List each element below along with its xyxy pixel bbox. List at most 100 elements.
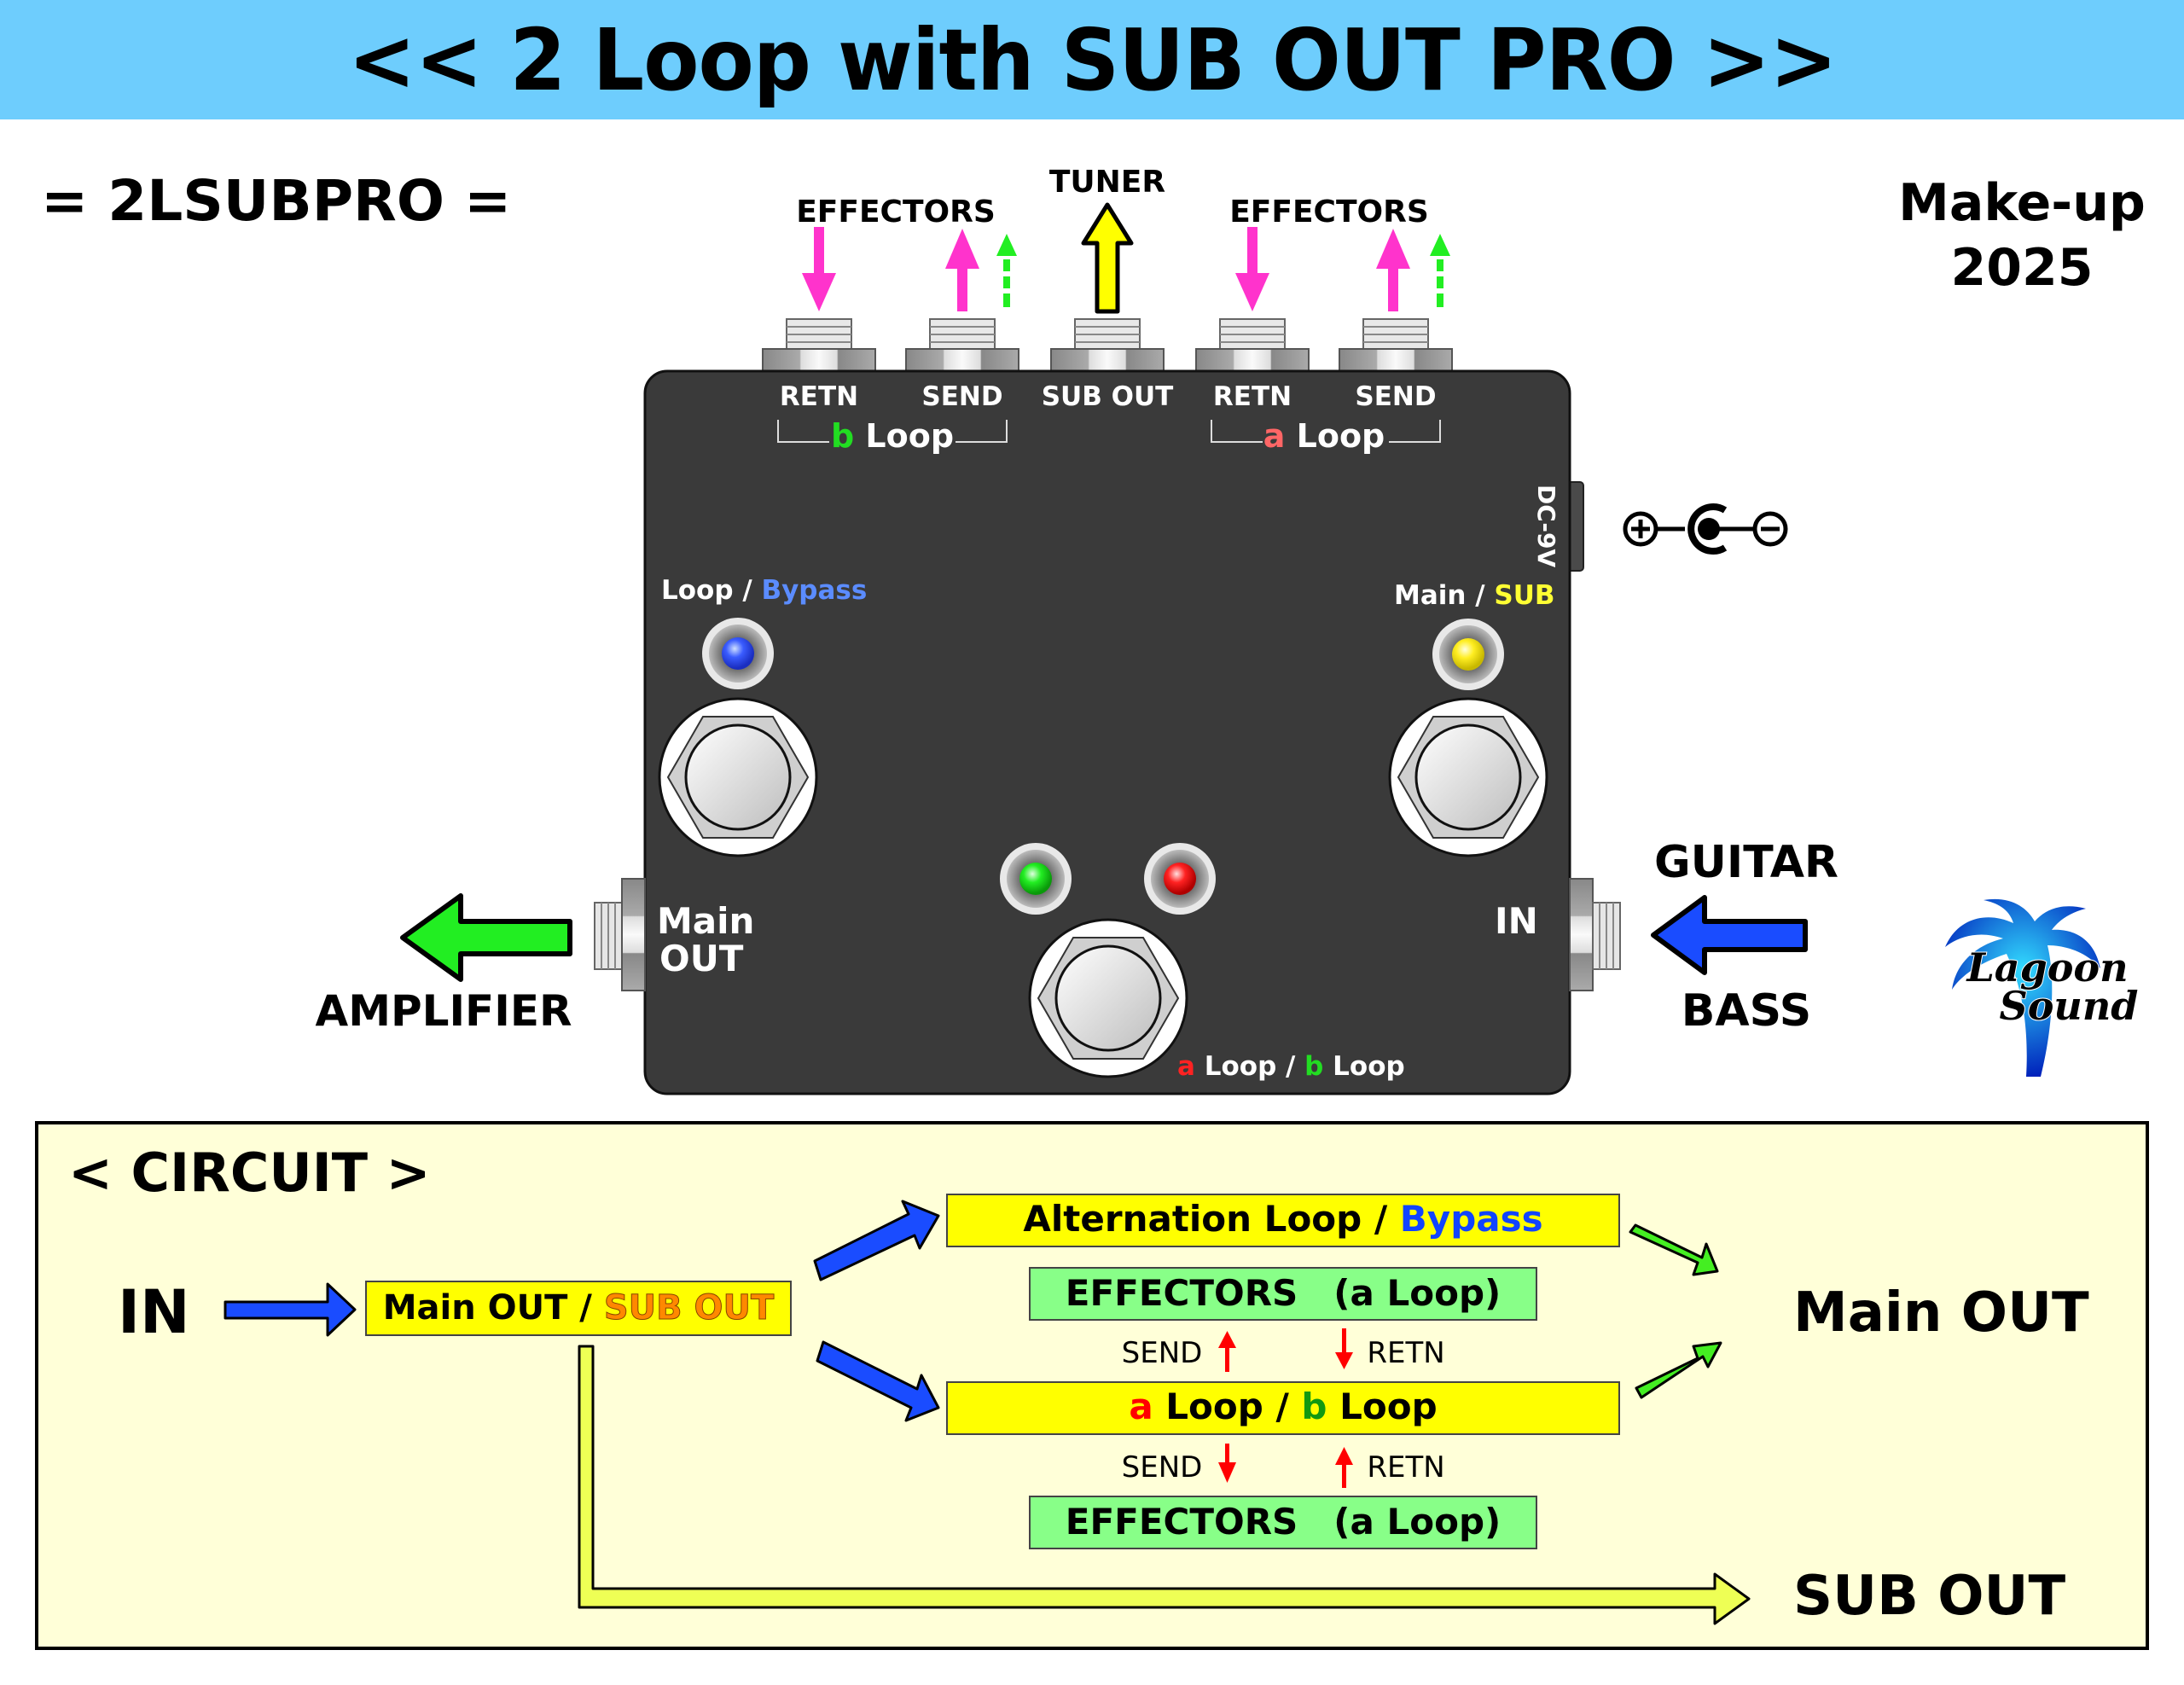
footswitch-loop-bypass[interactable] bbox=[658, 697, 818, 857]
right-switch-label-alt: SUB bbox=[1494, 580, 1554, 611]
b-loop-word: Loop bbox=[865, 417, 954, 455]
send-a-arrow-icon bbox=[1376, 229, 1410, 311]
pedal-body bbox=[643, 369, 1571, 1095]
led-main-sub bbox=[1432, 619, 1504, 690]
makeup-year: 2025 bbox=[1951, 238, 2094, 298]
splitter-label: Main OUT / SUB OUT bbox=[383, 1288, 775, 1328]
led-b-loop bbox=[1000, 843, 1072, 915]
center-switch-label-end: Loop bbox=[1323, 1051, 1404, 1082]
send-up-arrow-icon-1 bbox=[1218, 1331, 1236, 1372]
center-switch-label-b: b bbox=[1304, 1051, 1323, 1082]
logo-line2: Sound bbox=[2000, 983, 2139, 1029]
dc-label: DC-9V bbox=[1532, 485, 1560, 568]
bass-label: BASS bbox=[1682, 985, 1811, 1037]
main-out-upper-arrow-icon bbox=[1629, 1223, 1719, 1276]
in-label: IN bbox=[1495, 900, 1538, 942]
left-switch-label-alt: Bypass bbox=[761, 575, 867, 606]
title-banner: << 2 Loop with SUB OUT PRO >> bbox=[0, 0, 2184, 119]
send-label-2: SEND bbox=[1122, 1450, 1203, 1485]
b-loop-bracket bbox=[777, 420, 1008, 443]
jack-label-retn-a: RETN bbox=[1213, 381, 1292, 412]
guitar-label: GUITAR bbox=[1654, 837, 1838, 888]
effectors-b-label: EFFECTORS bbox=[796, 195, 996, 230]
guitar-bass-arrow-icon bbox=[1651, 895, 1808, 975]
main-out-label-line2: OUT bbox=[659, 938, 744, 979]
main-out-label-line1: Main bbox=[657, 900, 754, 942]
page-title: << 2 Loop with SUB OUT PRO >> bbox=[347, 9, 1837, 110]
send-b-arrow-icon bbox=[945, 229, 979, 311]
left-switch-label-main: Loop bbox=[661, 575, 734, 606]
ab-loop-label-mid: Loop / bbox=[1153, 1386, 1302, 1427]
ab-loop-label: a Loop / b Loop bbox=[1129, 1386, 1437, 1427]
retn-label-2: RETN bbox=[1367, 1450, 1444, 1485]
center-switch-label-a: a bbox=[1177, 1051, 1195, 1082]
center-switch-label: a Loop / b Loop bbox=[1177, 1051, 1405, 1082]
b-loop-label: b Loop bbox=[831, 417, 954, 455]
send-down-arrow-icon-2 bbox=[1218, 1444, 1236, 1483]
a-loop-label: a Loop bbox=[1263, 417, 1385, 455]
center-switch-label-mid: Loop / bbox=[1195, 1051, 1304, 1082]
circuit-down-arrow-icon bbox=[816, 1340, 940, 1422]
right-switch-label-sep: / bbox=[1466, 580, 1494, 611]
circuit-main-out-label: Main OUT bbox=[1793, 1281, 2089, 1345]
palm-tree-icon bbox=[1945, 898, 2100, 1077]
jack-label-retn-b: RETN bbox=[780, 381, 858, 412]
jack-label-send-b: SEND bbox=[921, 381, 1002, 412]
footswitch-button[interactable] bbox=[1054, 944, 1162, 1052]
dc-polarity-icon bbox=[1623, 503, 1788, 555]
top-jack-sub-out bbox=[1050, 318, 1165, 373]
send-b-dashed-arrow-icon bbox=[996, 234, 1017, 307]
send-a-dashed-arrow-icon bbox=[1430, 234, 1450, 307]
amplifier-arrow-icon bbox=[400, 893, 572, 982]
retn-down-arrow-icon-1 bbox=[1335, 1328, 1353, 1369]
retn-up-arrow-icon-2 bbox=[1335, 1447, 1353, 1488]
main-out-jack bbox=[594, 878, 646, 991]
footswitch-a-b-loop[interactable] bbox=[1028, 918, 1188, 1078]
footswitch-main-sub[interactable] bbox=[1388, 697, 1548, 857]
ab-loop-box bbox=[946, 1381, 1620, 1435]
splitter-label-main: Main OUT / bbox=[383, 1288, 604, 1328]
circuit-title: < CIRCUIT > bbox=[68, 1142, 431, 1204]
circuit-in-label: IN bbox=[118, 1277, 190, 1347]
tuner-arrow-icon bbox=[1081, 202, 1134, 314]
circuit-sub-out-label: SUB OUT bbox=[1793, 1565, 2066, 1628]
retn-label-1: RETN bbox=[1367, 1336, 1444, 1370]
b-loop-letter: b bbox=[831, 417, 854, 455]
effectors-a-label: EFFECTORS bbox=[1229, 195, 1429, 230]
effectors-bottom-box bbox=[1029, 1496, 1537, 1549]
amplifier-label: AMPLIFIER bbox=[316, 986, 572, 1036]
circuit-up-arrow-icon bbox=[813, 1200, 940, 1281]
footswitch-button[interactable] bbox=[684, 723, 792, 831]
retn-b-arrow-icon bbox=[802, 227, 836, 311]
jack-label-send-a: SEND bbox=[1355, 381, 1436, 412]
top-jack-send-b bbox=[905, 318, 1019, 373]
led-a-loop bbox=[1144, 843, 1216, 915]
ab-loop-label-b: b bbox=[1301, 1386, 1327, 1427]
model-code: = 2LSUBPRO = bbox=[41, 168, 511, 234]
ab-loop-label-a: a bbox=[1129, 1386, 1153, 1427]
jack-label-sub-out: SUB OUT bbox=[1042, 381, 1174, 412]
makeup-label: Make-up bbox=[1898, 173, 2146, 233]
a-loop-letter: a bbox=[1263, 417, 1286, 455]
footswitch-button[interactable] bbox=[1414, 723, 1522, 831]
main-out-lower-arrow-icon bbox=[1635, 1341, 1722, 1399]
a-loop-bracket bbox=[1211, 420, 1441, 443]
top-jack-retn-b bbox=[762, 318, 876, 373]
circuit-in-arrow-icon bbox=[224, 1282, 357, 1337]
alternation-box bbox=[946, 1194, 1620, 1247]
alternation-label: Alternation Loop / Bypass bbox=[1023, 1198, 1542, 1240]
sub-out-path-arrow-icon bbox=[578, 1345, 1751, 1625]
retn-a-arrow-icon bbox=[1235, 227, 1269, 311]
alternation-label-alt: Bypass bbox=[1400, 1198, 1543, 1240]
splitter-box bbox=[365, 1281, 792, 1336]
lagoon-sound-logo: Lagoon Sound bbox=[1945, 898, 2139, 1077]
left-switch-label: Loop / Bypass bbox=[661, 575, 867, 606]
send-label-1: SEND bbox=[1122, 1336, 1203, 1370]
effectors-top-box bbox=[1029, 1267, 1537, 1321]
in-jack bbox=[1569, 878, 1621, 991]
effectors-top-label: EFFECTORS (a Loop) bbox=[1066, 1272, 1501, 1314]
right-switch-label: Main / SUB bbox=[1394, 580, 1555, 611]
top-jack-retn-a bbox=[1195, 318, 1310, 373]
a-loop-word: Loop bbox=[1297, 417, 1385, 455]
